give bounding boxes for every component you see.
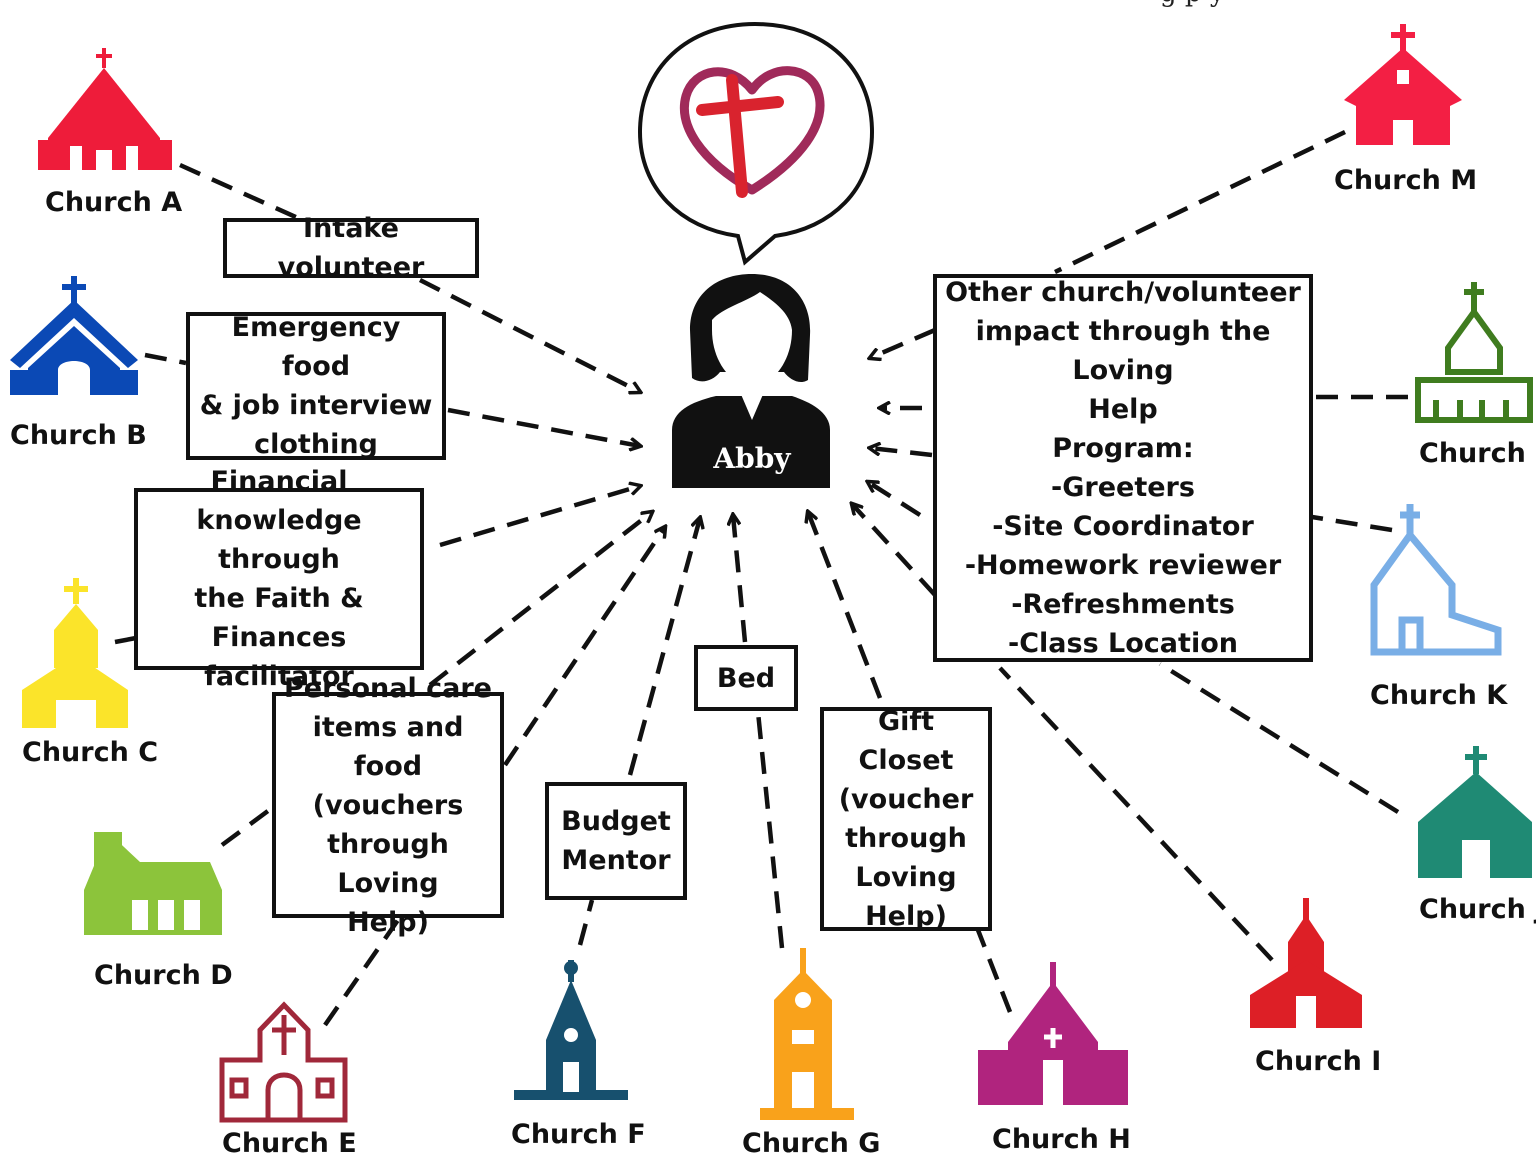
- heart-icon: [680, 66, 825, 195]
- arrow-other-4: [868, 482, 922, 517]
- church-l-icon: [1415, 282, 1533, 423]
- link-church-e: [323, 918, 400, 1027]
- box-emergency-text: Emergency food & job interview clothing: [199, 312, 433, 460]
- label-church-g: Church G: [742, 1128, 881, 1159]
- label-church-i: Church I: [1255, 1046, 1382, 1077]
- speech-bubble-icon: [637, 21, 875, 266]
- arrow-other-1: [870, 327, 936, 358]
- box-bed: Bed: [694, 645, 798, 711]
- link-church-d: [220, 806, 274, 847]
- box-other-impact: Other church/volunteer impact through th…: [933, 274, 1313, 662]
- church-e-icon: [219, 1001, 348, 1123]
- label-church-f: Church F: [511, 1119, 646, 1150]
- box-gift-closet: Gift Closet (voucher through Loving Help…: [820, 706, 992, 932]
- cross-icon: [696, 74, 784, 198]
- arrow-financial: [439, 486, 640, 548]
- link-church-a: [179, 162, 299, 221]
- church-c-icon: [22, 578, 128, 728]
- box-personal-care: Personal care items and food (vouchers t…: [272, 673, 504, 938]
- box-emergency-food: Emergency food & job interview clothing: [186, 312, 446, 460]
- label-church-a: Church A: [45, 187, 183, 218]
- church-d-icon: [84, 832, 222, 935]
- box-budget-text: Budget Mentor: [561, 806, 671, 876]
- box-other-text: Other church/volunteer impact through th…: [945, 277, 1301, 659]
- box-personal-text: Personal care items and food (vouchers t…: [284, 672, 492, 938]
- box-gift-text: Gift Closet (voucher through Loving Help…: [838, 706, 974, 932]
- link-church-k: [1311, 514, 1393, 533]
- arrow-other-3: [870, 448, 933, 458]
- box-intake-text: Intake volunteer: [277, 213, 425, 283]
- label-church-k: Church K: [1370, 680, 1508, 711]
- church-f-icon: [514, 960, 628, 1100]
- arrow-personal-2: [503, 527, 665, 767]
- box-budget-mentor: Budget Mentor: [545, 782, 687, 900]
- link-church-i: [998, 666, 1274, 962]
- arrow-bed: [733, 515, 748, 643]
- box-intake-volunteer: Intake volunteer: [223, 213, 479, 283]
- church-b-icon: [10, 276, 138, 395]
- church-i-icon: [1250, 898, 1362, 1028]
- link-church-b: [144, 352, 187, 366]
- label-church-d: Church D: [94, 960, 233, 991]
- box-financial-knowledge: Financial knowledge through the Faith & …: [134, 466, 424, 692]
- label-church-j: Church J: [1419, 894, 1536, 925]
- box-bed-text: Bed: [716, 662, 776, 694]
- label-church-l: Church L: [1419, 438, 1536, 469]
- header-partial-text: g p y: [1160, 0, 1225, 8]
- church-k-icon: [1370, 504, 1502, 656]
- arrow-personal-1: [428, 512, 652, 687]
- arrow-other-5: [852, 504, 937, 597]
- arrow-intake: [418, 277, 640, 392]
- link-church-h: [975, 929, 1013, 1013]
- link-church-j: [1158, 662, 1400, 814]
- arrow-emergency: [447, 407, 640, 446]
- abby-avatar: [672, 274, 830, 488]
- link-church-f: [577, 899, 595, 946]
- box-financial-text: Financial knowledge through the Faith & …: [194, 466, 364, 692]
- label-church-m: Church M: [1334, 165, 1478, 196]
- link-church-g: [755, 711, 785, 949]
- church-h-icon: [978, 962, 1128, 1105]
- arrow-budget: [627, 518, 700, 776]
- abby-label: Abby: [713, 442, 791, 475]
- church-j-icon: [1418, 746, 1532, 878]
- church-a-icon: [38, 48, 172, 170]
- label-church-c: Church C: [22, 737, 159, 768]
- church-g-icon: [760, 948, 854, 1120]
- label-church-b: Church B: [10, 420, 147, 451]
- link-church-m: [1054, 129, 1346, 275]
- arrow-gift: [808, 512, 883, 699]
- church-m-icon: [1344, 24, 1462, 145]
- label-church-e: Church E: [222, 1128, 357, 1159]
- label-church-h: Church H: [992, 1124, 1131, 1155]
- link-church-c: [114, 635, 137, 645]
